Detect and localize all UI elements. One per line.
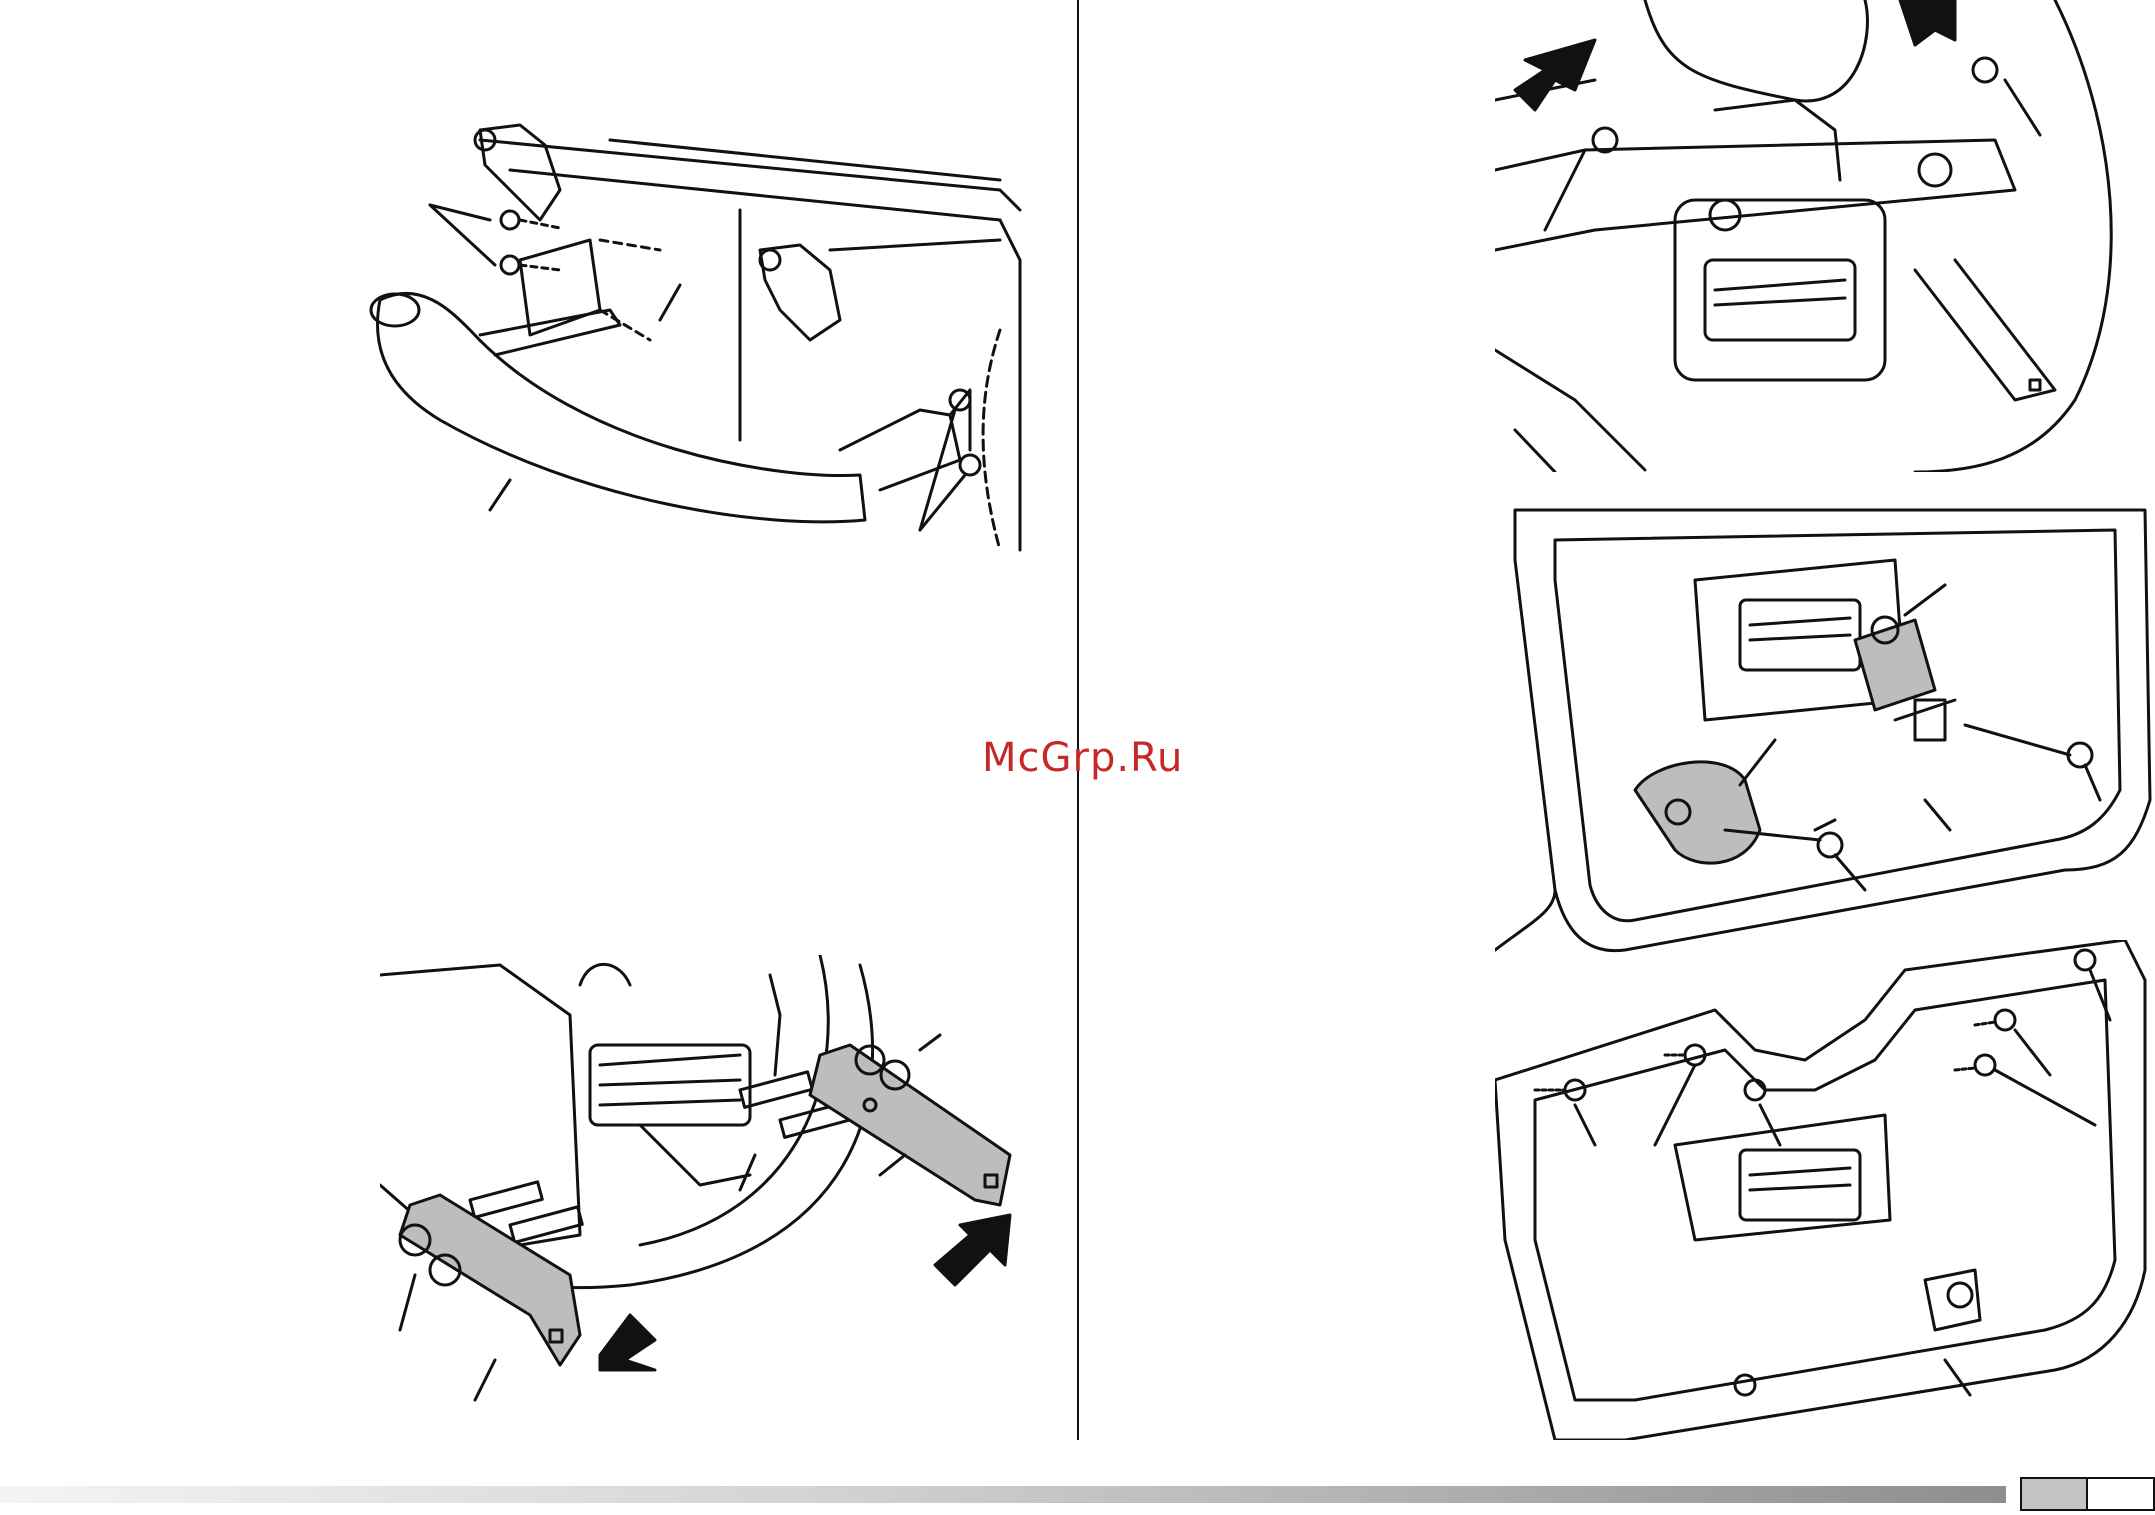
page-number-box — [2020, 1477, 2088, 1511]
figure-hitch-plate-middle — [1495, 500, 2155, 960]
column-divider — [1077, 0, 1079, 1440]
figure-bracket-install — [380, 955, 1020, 1425]
figure-hitch-plate-top — [1495, 0, 2155, 472]
watermark-text: McGrp.Ru — [982, 735, 1183, 781]
footer-gradient-bar — [0, 1486, 2006, 1503]
figure-hitch-plate-bottom — [1495, 940, 2155, 1440]
page-number-box-blank — [2086, 1477, 2155, 1511]
figure-bumper-install — [360, 110, 1030, 570]
